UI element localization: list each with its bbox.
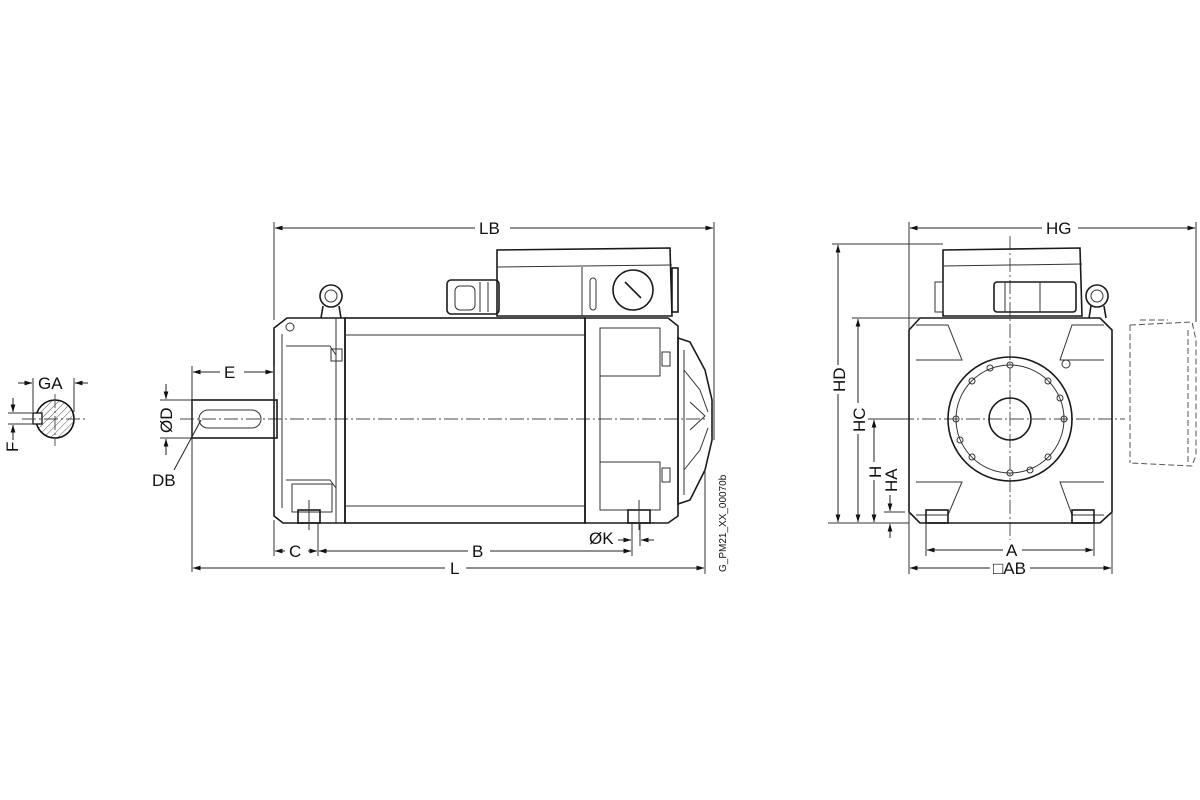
dim-label-hc: HC [850, 407, 869, 432]
dim-label-hd: HD [830, 367, 849, 392]
dim-label-d: ØD [157, 408, 176, 434]
dim-label-ha: HA [882, 468, 901, 492]
terminal-box-gland [612, 269, 654, 311]
motor-body [344, 317, 586, 524]
fan-cowl [677, 336, 713, 506]
dim-label-b: B [472, 542, 483, 561]
end-view-housing [908, 317, 1113, 524]
dim-label-ab: □AB [993, 559, 1026, 578]
dim-label-lb: LB [479, 219, 500, 238]
dim-label-h: H [866, 466, 885, 478]
dim-label-c: C [289, 542, 301, 561]
end-flange-circle [947, 356, 1073, 482]
dim-label-hg: HG [1046, 219, 1072, 238]
dim-label-f: F [3, 442, 22, 452]
plug-connector [446, 279, 500, 315]
motor-side-view: LB E ØD DB C B ØK L G_ [152, 219, 729, 578]
shaft-section-view: GA F [3, 374, 88, 452]
dim-label-a: A [1006, 541, 1018, 560]
dim-label-db: DB [152, 471, 176, 490]
dim-label-ga: GA [38, 374, 63, 393]
terminal-box [496, 247, 673, 317]
rear-end-shield [584, 317, 679, 524]
dim-label-k: ØK [589, 529, 614, 548]
motor-end-view: HG HD HC H HA A □AB [828, 219, 1197, 578]
dim-label-l: L [450, 559, 459, 578]
dim-label-e: E [224, 363, 235, 382]
end-shaft-circle [988, 397, 1032, 441]
shaft-keyway [32, 412, 43, 425]
drawing-code: G_PM21_XX_00070b [718, 474, 729, 572]
